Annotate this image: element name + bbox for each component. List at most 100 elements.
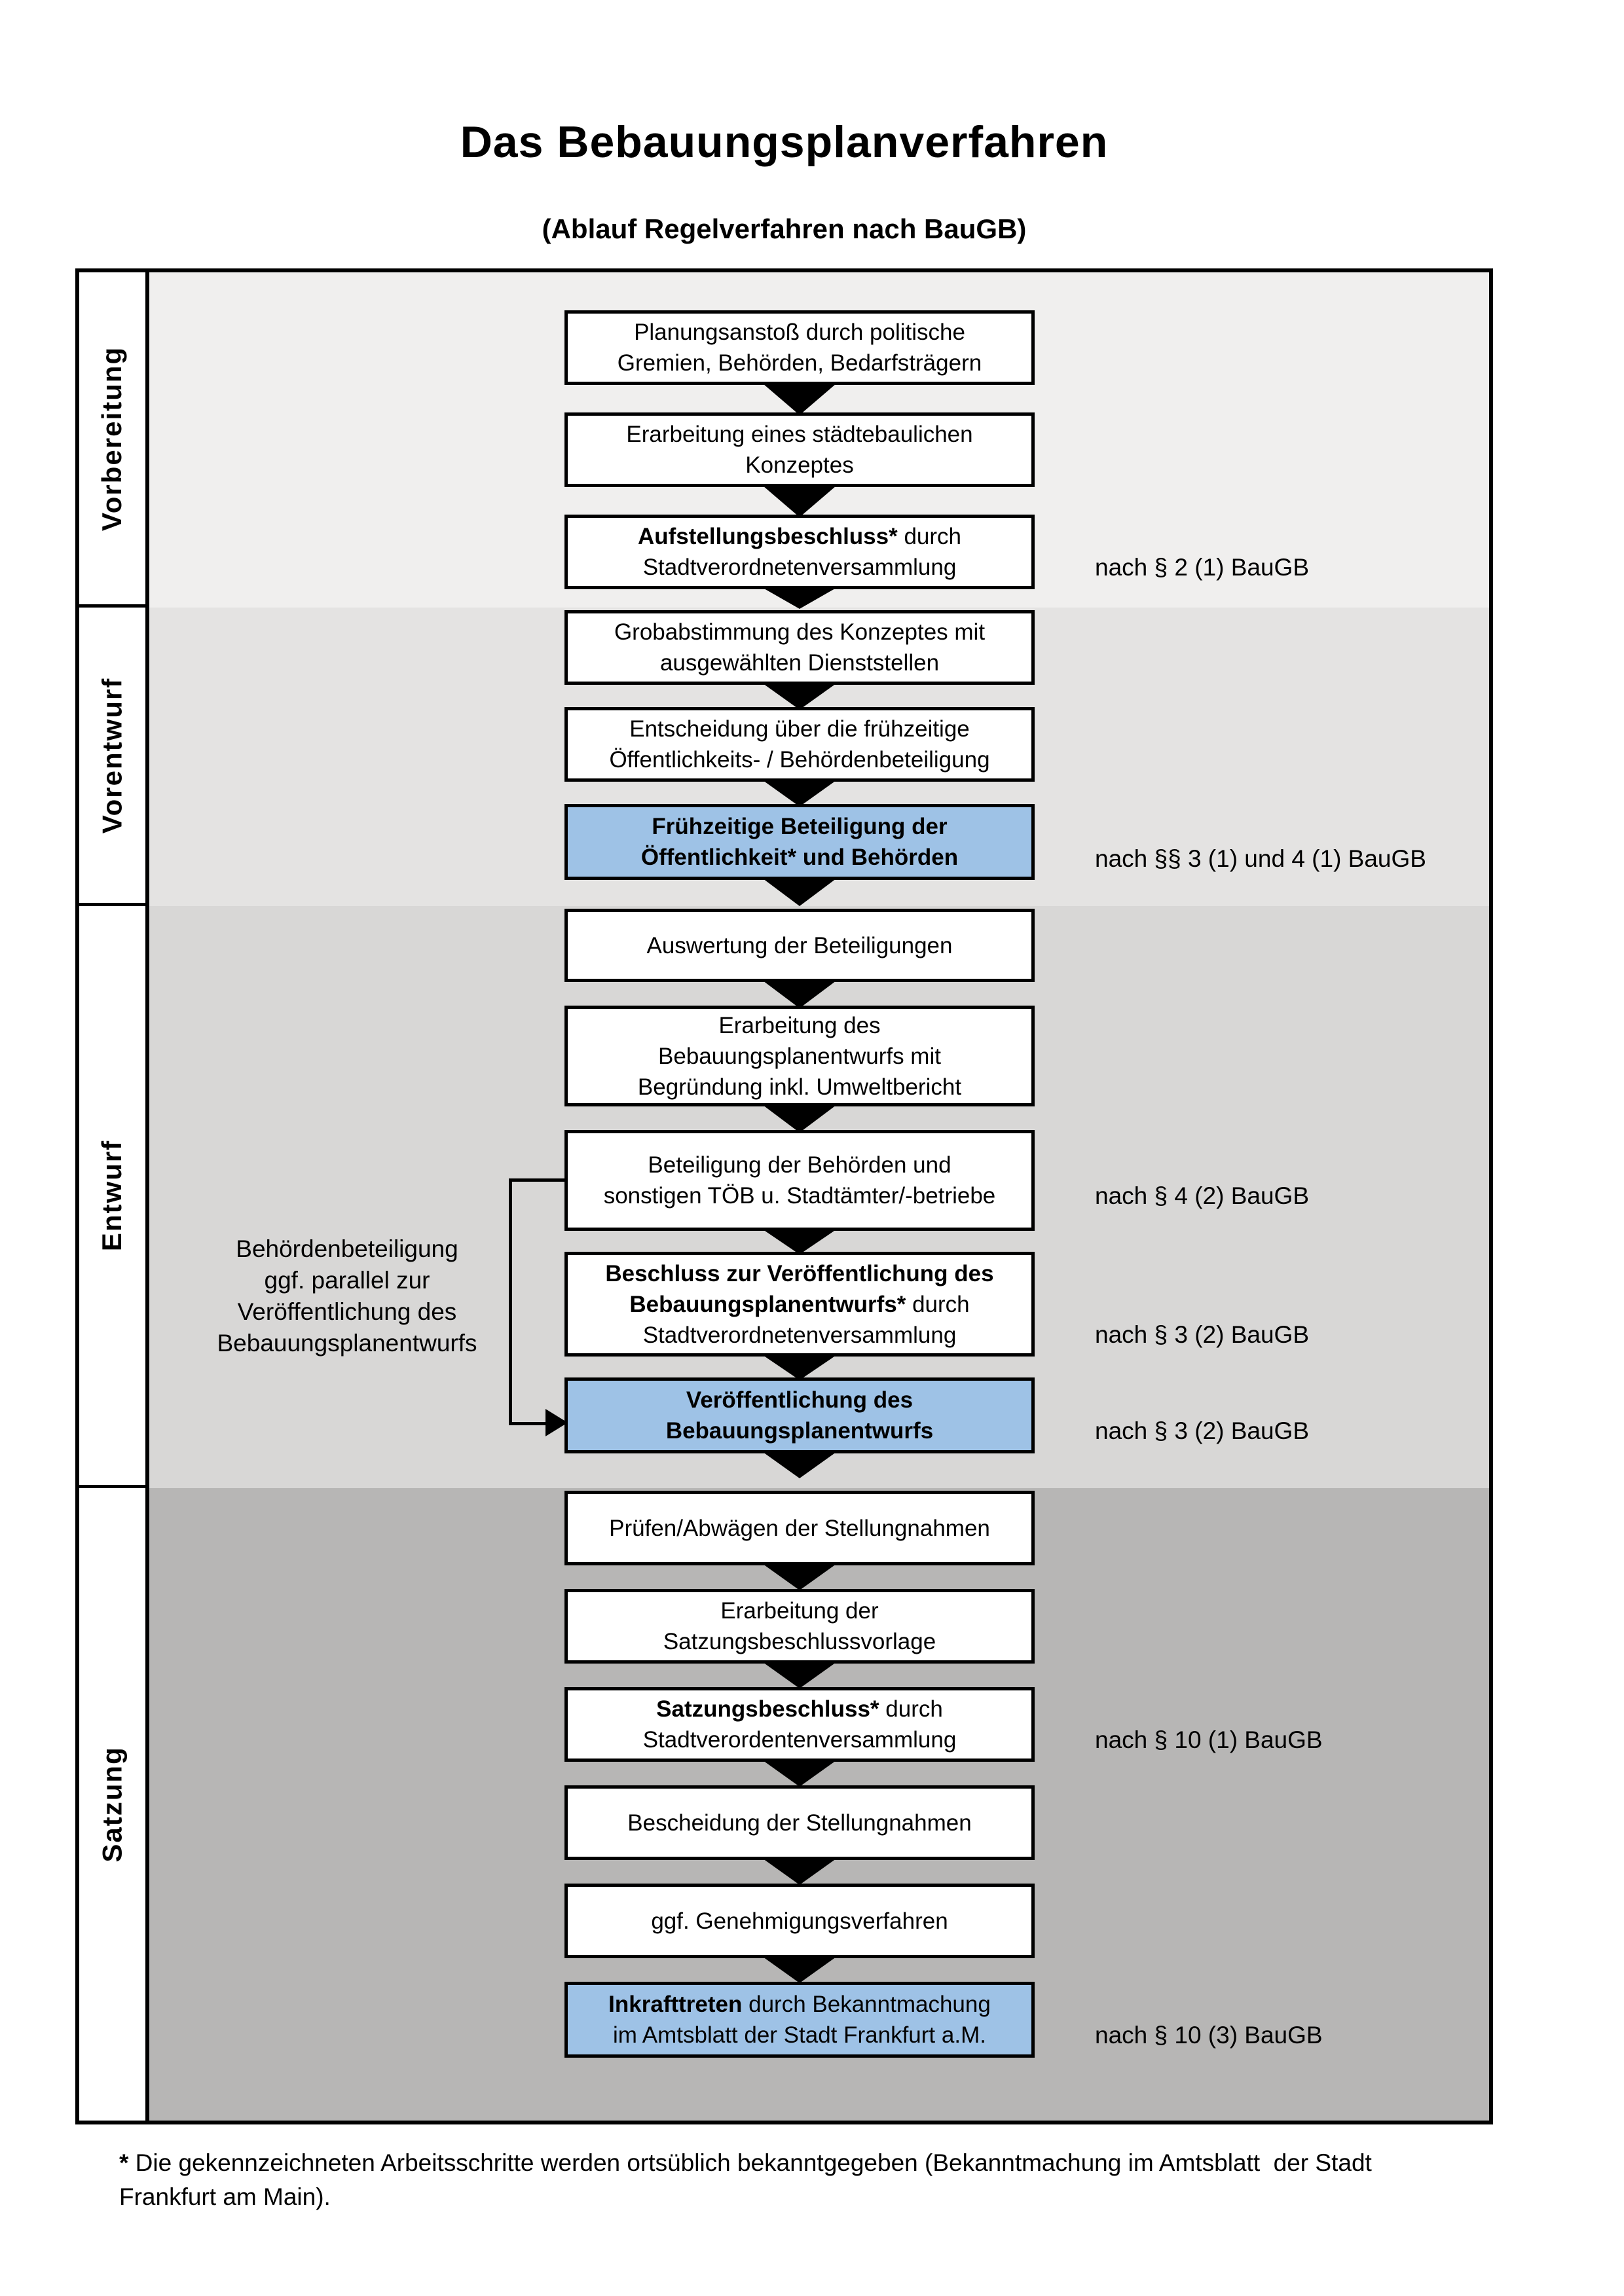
side-note-line: Bebauungsplanentwurfs (217, 1330, 477, 1357)
flow-box-grobabstimmung: Grobabstimmung des Konzeptes mit ausgewä… (564, 610, 1035, 685)
connector-arrow-right-icon (545, 1409, 568, 1436)
flow-box-staedtebauliches-konzept: Erarbeitung eines städtebaulichen Konzep… (564, 412, 1035, 487)
legal-ref-veroeffentlichung: nach § 3 (2) BauGB (1095, 1417, 1310, 1444)
box-line: Beteiligung der Behörden und (648, 1152, 951, 1178)
flow-box-bescheidung: Bescheidung der Stellungnahmen (564, 1785, 1035, 1860)
box-line: Stadtverordnetenversammlung (642, 555, 957, 580)
legal-ref-behoerdenbeteiligung: nach § 4 (2) BauGB (1095, 1182, 1310, 1209)
arrow-down-icon (763, 588, 836, 609)
box-line: Auswertung der Beteiligungen (646, 932, 953, 958)
box-line: Erarbeitung der (720, 1598, 879, 1624)
box-line: Beschluss zur Veröffentlichung des (605, 1260, 994, 1286)
arrow-down-icon (763, 981, 836, 1008)
flow-box-behoerdenbeteiligung: Beteiligung der Behörden und sonstigen T… (564, 1130, 1035, 1231)
footnote-text: Die gekennzeichneten Arbeitsschritte wer… (119, 2149, 1372, 2210)
flow-box-entscheidung-beteiligung: Entscheidung über die frühzeitige Öffent… (564, 707, 1035, 782)
label-column-divider (145, 272, 149, 2121)
phase-cell-satzung: Satzung (79, 1488, 145, 2121)
box-line: Prüfen/Abwägen der Stellungnahmen (609, 1515, 990, 1541)
box-line: Stadtverordnetenversammlung (642, 1322, 957, 1348)
box-line: ggf. Genehmigungsverfahren (651, 1908, 948, 1934)
legal-ref-fruehzeitige-beteiligung: nach §§ 3 (1) und 4 (1) BauGB (1095, 845, 1426, 872)
phase-cell-vorbereitung: Vorbereitung (79, 272, 145, 608)
box-line: Begründung inkl. Umweltbericht (637, 1074, 962, 1100)
arrow-down-icon (763, 1105, 836, 1133)
box-line: Konzeptes (745, 452, 854, 478)
arrow-down-icon (763, 1230, 836, 1254)
legal-ref-beschluss-veroeffentlichung: nach § 3 (2) BauGB (1095, 1321, 1310, 1348)
box-line: Bebauungsplanentwurfs (665, 1418, 934, 1444)
box-line: Planungsanstoß durch politische (634, 319, 965, 345)
box-line: Bebauungsplanentwurfs* durch (629, 1289, 969, 1320)
box-line: im Amtsblatt der Stadt Frankfurt a.M. (613, 2022, 986, 2048)
arrow-down-icon (763, 1957, 836, 1983)
box-line: ausgewählten Dienststellen (659, 650, 940, 676)
arrow-down-icon (763, 1662, 836, 1688)
footnote: * Die gekennzeichneten Arbeitsschritte w… (119, 2146, 1507, 2214)
box-line: Gremien, Behörden, Bedarfsträgern (617, 350, 982, 376)
side-note-behoerdenbeteiligung: Behördenbeteiligung ggf. parallel zur Ve… (177, 1233, 517, 1359)
box-line: Entscheidung über die frühzeitige (629, 716, 970, 742)
arrow-down-icon (763, 780, 836, 807)
connector-vertical-line (509, 1178, 512, 1423)
flow-box-aufstellungsbeschluss: Aufstellungsbeschluss* durch Stadtverord… (564, 515, 1035, 589)
side-note-line: Behördenbeteiligung (236, 1235, 458, 1262)
box-line: Öffentlichkeits- / Behördenbeteiligung (609, 747, 990, 773)
flow-box-satzungsbeschluss: Satzungsbeschluss* durch Stadtverordente… (564, 1687, 1035, 1762)
box-line: Stadtverordentenversammlung (642, 1727, 957, 1753)
footnote-asterisk: * (119, 2149, 129, 2176)
connector-bottom-line (509, 1422, 549, 1425)
arrow-down-icon (763, 384, 836, 415)
legal-ref-aufstellungsbeschluss: nach § 2 (1) BauGB (1095, 554, 1310, 581)
box-line-bold: Bebauungsplanentwurfs* (629, 1291, 906, 1317)
box-line-text: durch (897, 524, 962, 549)
phase-cell-vorentwurf: Vorentwurf (79, 608, 145, 906)
phase-label-entwurf: Entwurf (96, 1139, 128, 1252)
flow-box-satzungsbeschlussvorlage: Erarbeitung der Satzungsbeschlussvorlage (564, 1589, 1035, 1664)
side-note-line: ggf. parallel zur (264, 1267, 430, 1294)
arrow-down-icon (763, 1452, 836, 1478)
box-line: Frühzeitige Beteiligung der (652, 814, 948, 839)
box-line-text: durch Bekanntmachung (742, 1992, 991, 2017)
arrow-down-icon (763, 1564, 836, 1590)
page-subtitle: (Ablauf Regelverfahren nach BauGB) (542, 213, 1027, 244)
box-line-bold: Aufstellungsbeschluss* (637, 524, 898, 549)
flow-box-beschluss-veroeffentlichung: Beschluss zur Veröffentlichung des Bebau… (564, 1252, 1035, 1357)
phase-cell-entwurf: Entwurf (79, 906, 145, 1488)
box-line: Satzungsbeschluss* durch (656, 1694, 943, 1724)
flow-box-planungsanstoss: Planungsanstoß durch politische Gremien,… (564, 310, 1035, 385)
arrow-down-icon (763, 1760, 836, 1787)
box-line: Öffentlichkeit* und Behörden (640, 845, 959, 870)
flow-box-inkrafttreten: Inkrafttreten durch Bekanntmachung im Am… (564, 1982, 1035, 2058)
flow-box-fruehzeitige-beteiligung: Frühzeitige Beteiligung der Öffentlichke… (564, 804, 1035, 880)
box-line: Grobabstimmung des Konzeptes mit (614, 619, 986, 645)
box-line-text: durch (879, 1696, 943, 1722)
legal-ref-satzungsbeschluss: nach § 10 (1) BauGB (1095, 1726, 1323, 1753)
flow-box-auswertung: Auswertung der Beteiligungen (564, 909, 1035, 982)
arrow-down-icon (763, 879, 836, 906)
arrow-down-icon (763, 1355, 836, 1380)
box-line: Veröffentlichung des (686, 1387, 913, 1413)
box-line: Bescheidung der Stellungnahmen (627, 1810, 972, 1836)
arrow-down-icon (763, 486, 836, 517)
flow-box-erarbeitung-entwurf: Erarbeitung des Bebauungsplanentwurfs mi… (564, 1006, 1035, 1106)
connector-stub-top (509, 1178, 564, 1182)
box-line-bold: Satzungsbeschluss* (656, 1696, 879, 1722)
arrow-down-icon (763, 683, 836, 710)
box-line: Erarbeitung des (718, 1012, 881, 1038)
box-line-text: durch (906, 1291, 970, 1317)
box-line: Inkrafttreten durch Bekanntmachung (608, 1989, 991, 2020)
phase-label-vorentwurf: Vorentwurf (96, 677, 128, 833)
box-line-bold: Inkrafttreten (608, 1992, 743, 2017)
flow-box-veroeffentlichung-entwurf: Veröffentlichung des Bebauungsplanentwur… (564, 1377, 1035, 1453)
side-note-line: Veröffentlichung des (237, 1298, 457, 1325)
phase-label-vorbereitung: Vorbereitung (96, 346, 128, 531)
flow-box-genehmigungsverfahren: ggf. Genehmigungsverfahren (564, 1884, 1035, 1958)
page-title: Das Bebauungsplanverfahren (460, 117, 1109, 167)
box-line: Aufstellungsbeschluss* durch (638, 521, 961, 552)
box-line: sonstigen TÖB u. Stadtämter/-betriebe (603, 1183, 996, 1209)
box-line: Satzungsbeschlussvorlage (663, 1629, 936, 1654)
box-line: Erarbeitung eines städtebaulichen (626, 422, 973, 447)
flow-box-pruefen-abwaegen: Prüfen/Abwägen der Stellungnahmen (564, 1491, 1035, 1565)
legal-ref-inkrafttreten: nach § 10 (3) BauGB (1095, 2022, 1323, 2049)
